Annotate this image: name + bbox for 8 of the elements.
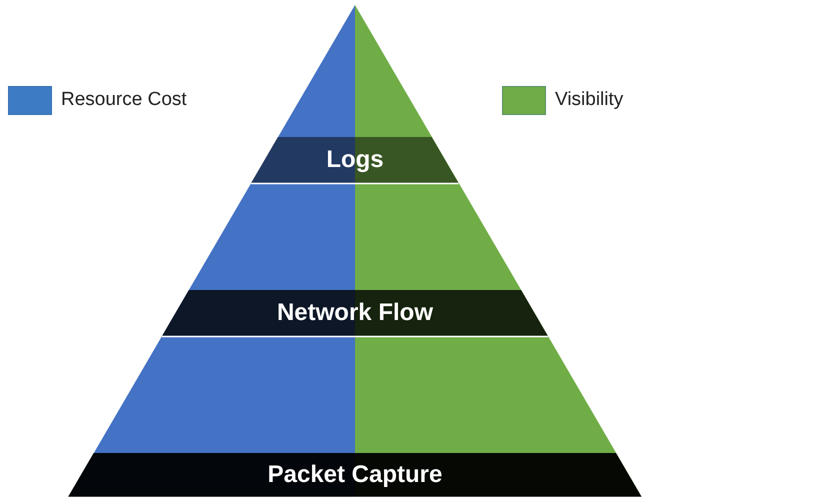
pyramid-tier xyxy=(68,453,642,497)
tier-label: Network Flow xyxy=(276,301,433,325)
pyramid-tier xyxy=(251,137,459,183)
tier-label: Logs xyxy=(326,148,384,172)
legend-label: Resource Cost xyxy=(61,88,187,112)
tier-label: Packet Capture xyxy=(268,463,442,487)
legend-label: Visibility xyxy=(555,88,624,112)
pyramid-tier xyxy=(162,290,548,336)
